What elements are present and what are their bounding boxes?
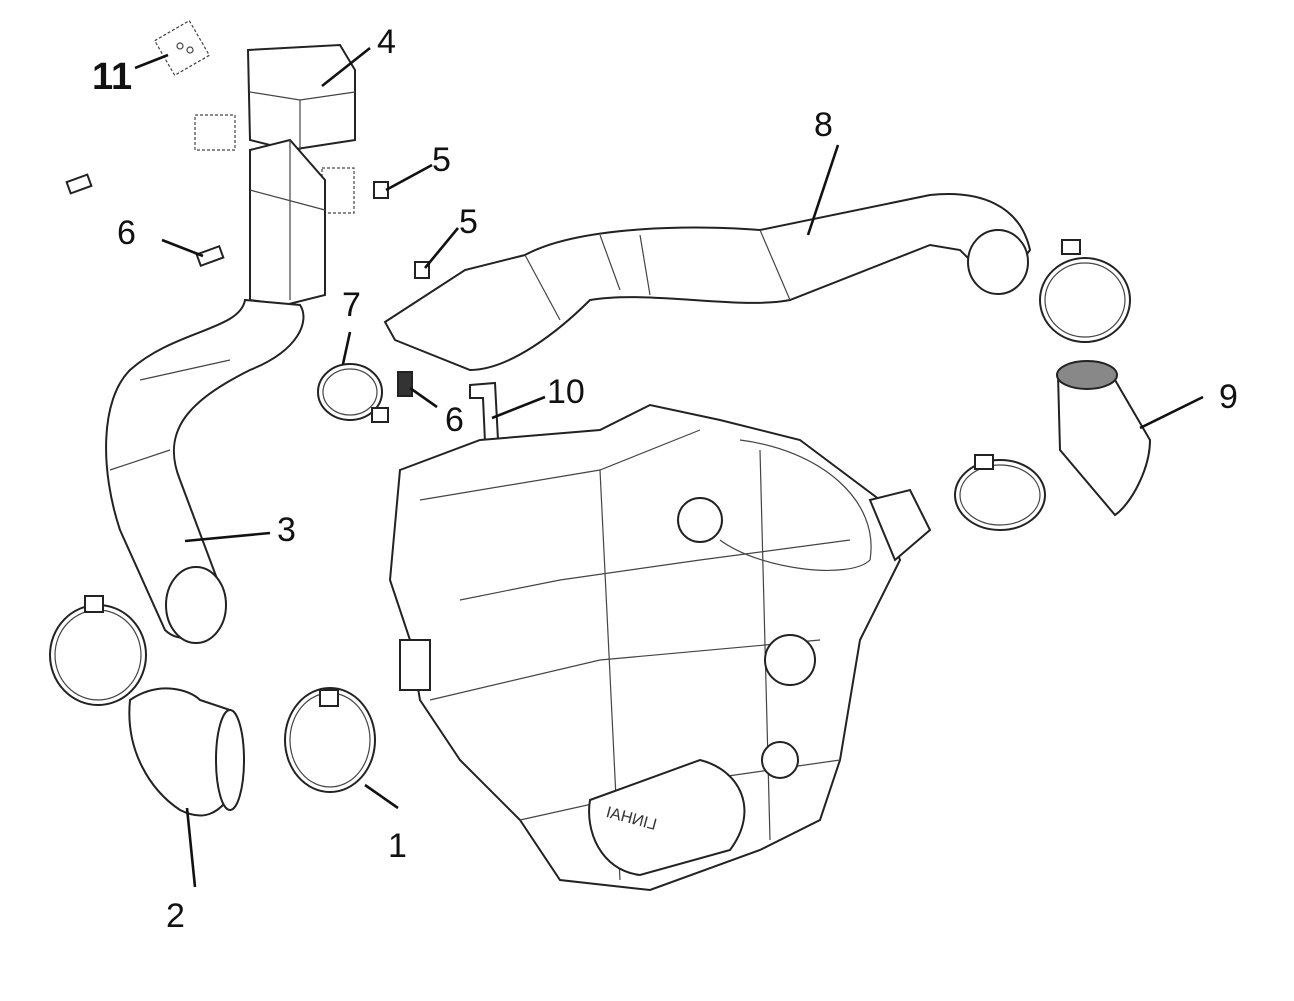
callout-10: 10 bbox=[547, 373, 585, 411]
intake-box bbox=[249, 138, 326, 307]
intake-duct-long bbox=[383, 193, 1032, 372]
callout-6-left: 6 bbox=[117, 214, 136, 252]
hose-clamp-right-upper bbox=[1039, 239, 1131, 343]
callout-6-center: 6 bbox=[445, 401, 464, 439]
callout-5-upper: 5 bbox=[432, 141, 451, 179]
engine: LINHAI bbox=[388, 403, 932, 892]
bolt-6-left bbox=[195, 244, 225, 268]
hose-clamp-7 bbox=[317, 363, 389, 423]
bracket-10 bbox=[469, 381, 500, 444]
decal-11 bbox=[153, 19, 211, 77]
leader-lines bbox=[134, 46, 1204, 888]
filter-elbow-9 bbox=[1056, 360, 1152, 517]
callout-8: 8 bbox=[814, 106, 833, 144]
elbow-hose-2 bbox=[128, 687, 245, 817]
callout-11: 11 bbox=[92, 56, 133, 98]
callout-5-lower: 5 bbox=[459, 203, 478, 241]
hose-clamp-1 bbox=[284, 687, 376, 793]
hose-clamp-right-lower bbox=[954, 454, 1046, 531]
callout-2: 2 bbox=[166, 897, 185, 935]
clip-5-upper bbox=[373, 181, 389, 199]
callout-7: 7 bbox=[342, 286, 361, 324]
callout-9: 9 bbox=[1219, 378, 1238, 416]
hose-clamp-left bbox=[49, 595, 147, 706]
callout-3: 3 bbox=[277, 511, 296, 549]
bolt-left-top bbox=[65, 173, 93, 195]
callout-4: 4 bbox=[377, 23, 396, 61]
callout-1: 1 bbox=[388, 827, 407, 865]
intake-duct-left bbox=[105, 298, 305, 644]
bolt-6-center bbox=[397, 371, 413, 397]
intake-box-cover bbox=[246, 43, 356, 152]
